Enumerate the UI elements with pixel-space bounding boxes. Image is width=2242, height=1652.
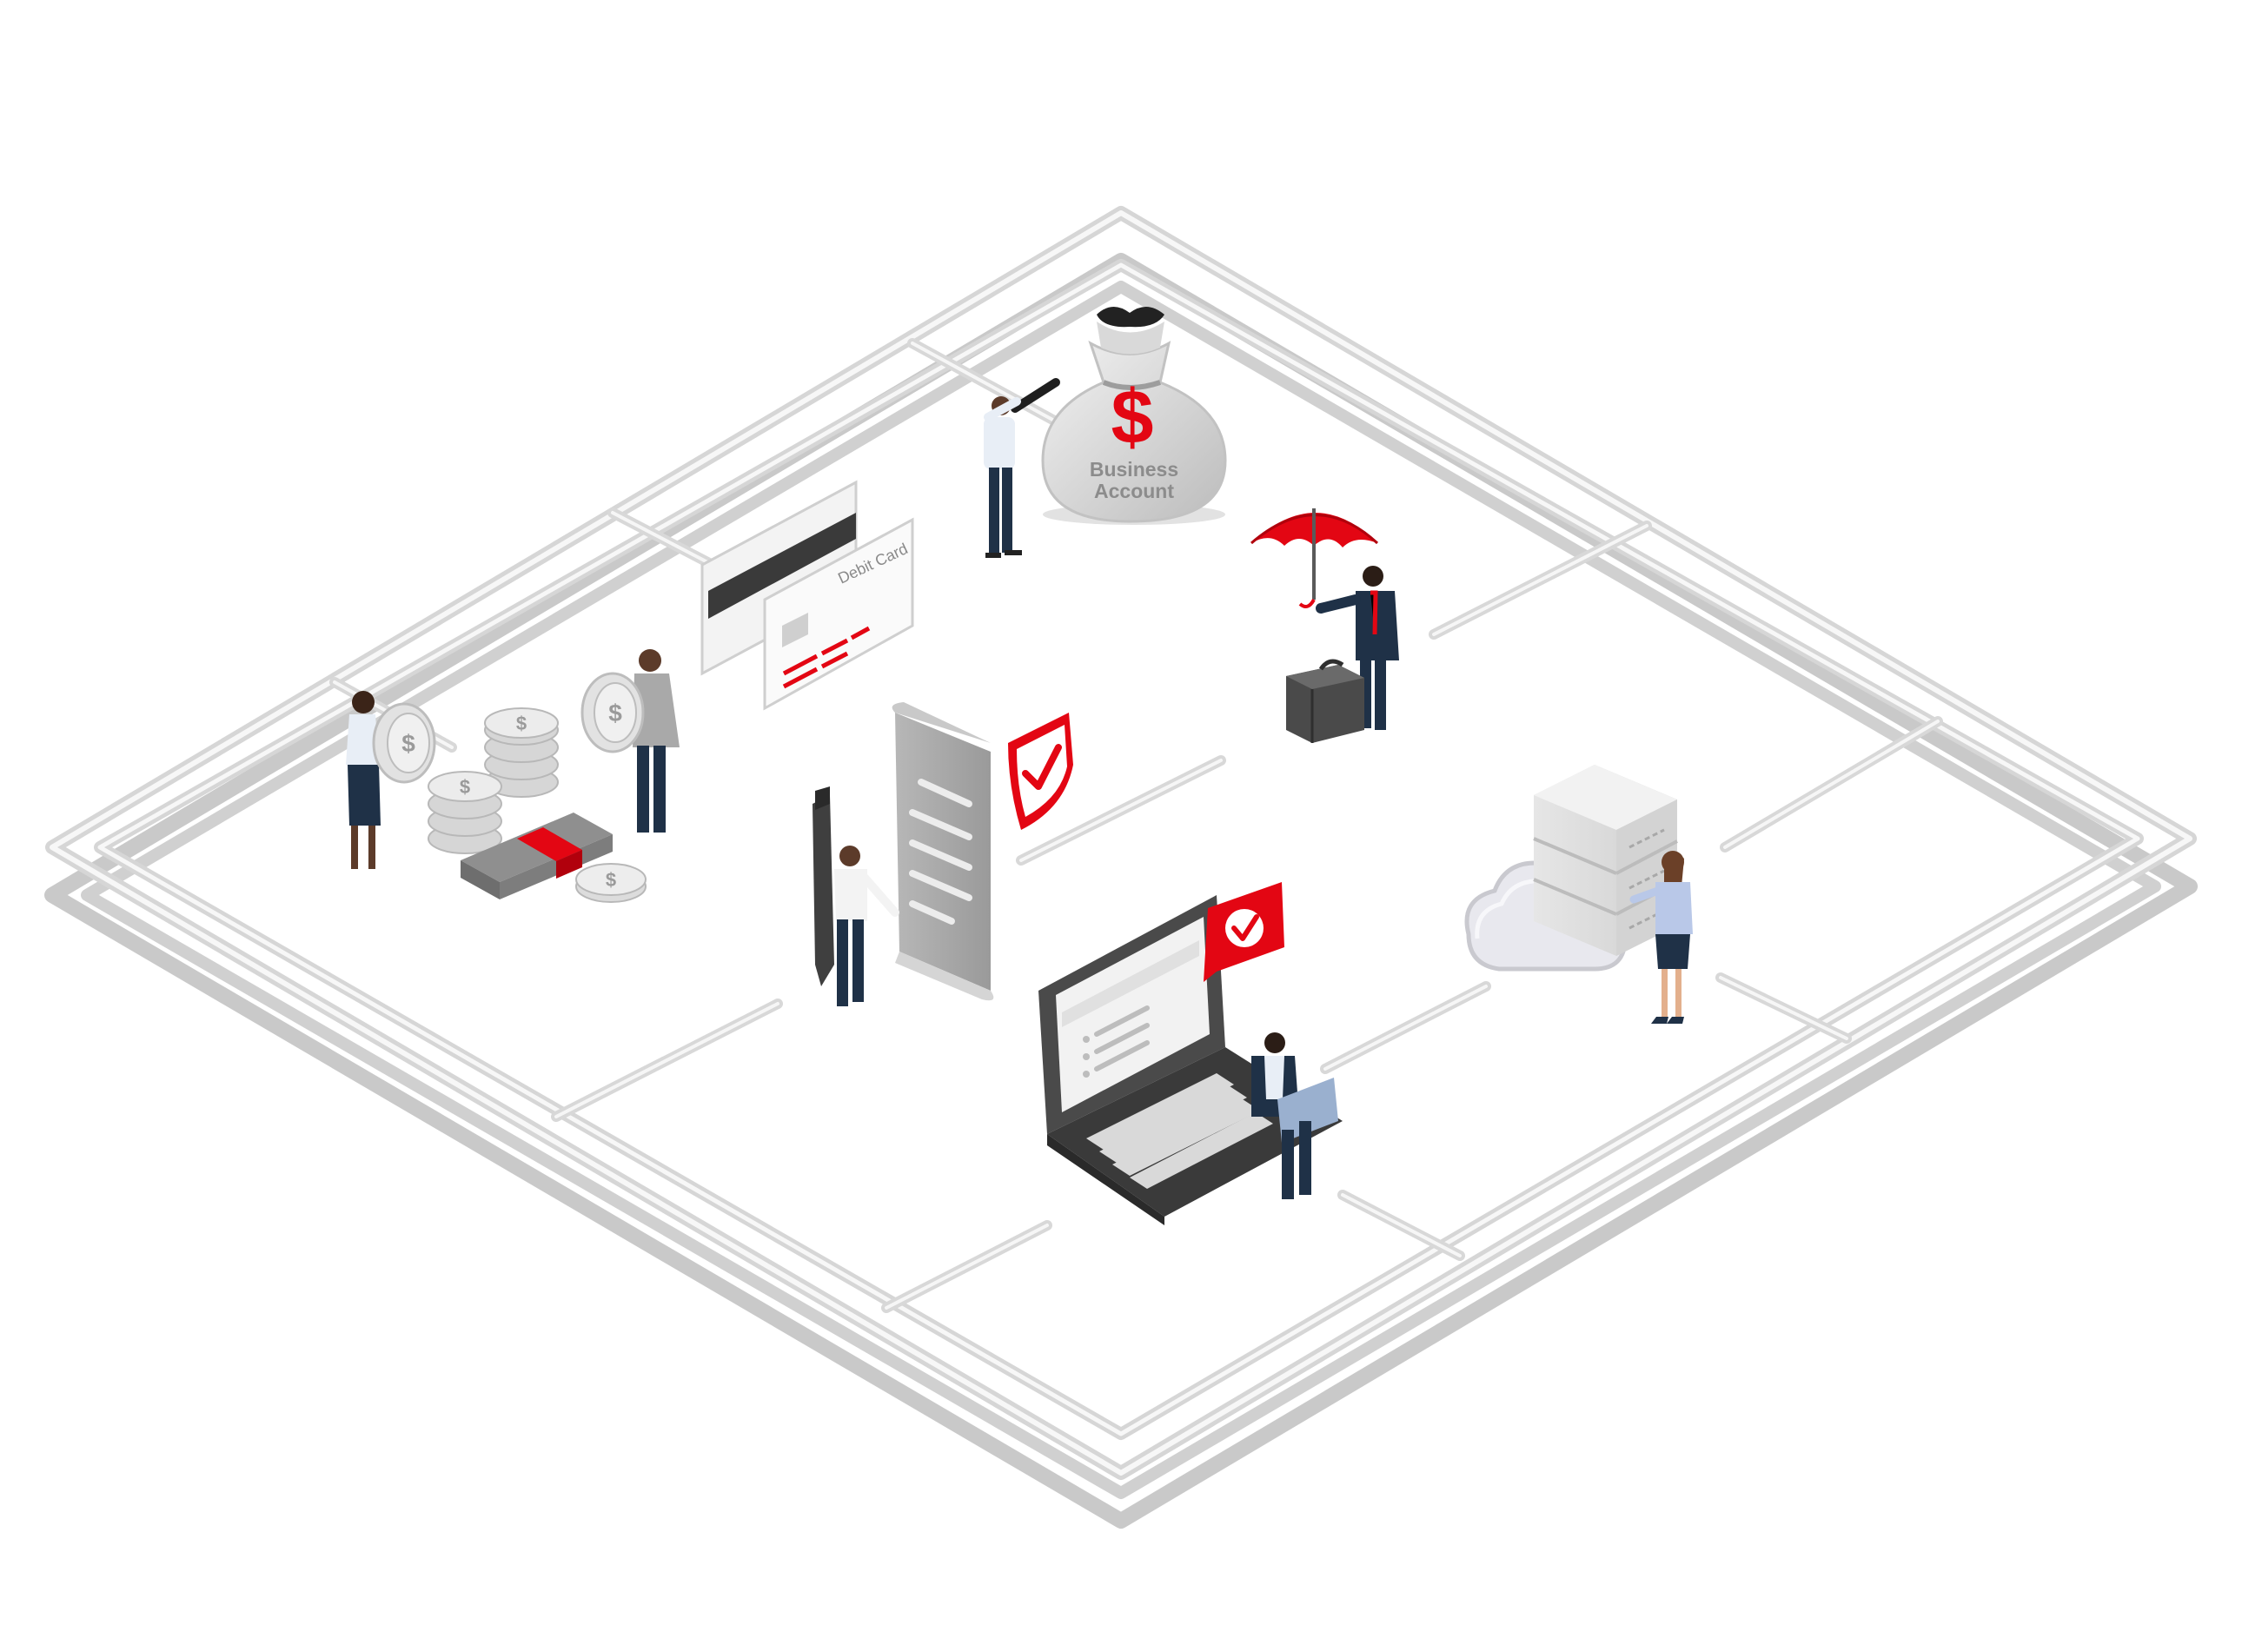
- person-with-telescope: [984, 378, 1060, 558]
- man-holding-coin: $: [580, 649, 680, 833]
- briefcase-icon: [1286, 659, 1364, 743]
- umbrella-icon: [1250, 508, 1379, 609]
- document-icon: [892, 702, 994, 1001]
- check-badge-icon: [1204, 882, 1284, 982]
- person-with-tablet: [1251, 1032, 1338, 1199]
- coin-symbol: $: [606, 869, 616, 891]
- coin-symbol: $: [460, 776, 470, 798]
- money-bag-symbol: $: [1111, 374, 1154, 460]
- platform-frame: [44, 206, 2198, 1529]
- person-writing-document: [834, 846, 899, 1006]
- coin-symbol: $: [401, 730, 415, 757]
- platform-shadow-inner: [81, 281, 2161, 1499]
- cash-bundle-icon: [461, 813, 613, 899]
- woman-holding-coin: $: [346, 691, 436, 869]
- platform-shadow-outer: [44, 253, 2198, 1529]
- shield-check-icon: [1008, 713, 1073, 830]
- pen-icon: [813, 786, 834, 986]
- money-bag-label-line2: Account: [1094, 480, 1174, 502]
- coin-symbol: $: [608, 700, 622, 726]
- laptop-icon: [1038, 895, 1343, 1225]
- coin-symbol: $: [516, 713, 527, 734]
- coin-stack-icon: $ $ $: [428, 707, 647, 903]
- debit-card-icon: Debit Card: [700, 480, 914, 711]
- money-bag-label-line1: Business: [1090, 458, 1178, 481]
- money-bag-icon: $ Business Account: [1041, 306, 1227, 525]
- woman-at-server: [1629, 851, 1693, 1024]
